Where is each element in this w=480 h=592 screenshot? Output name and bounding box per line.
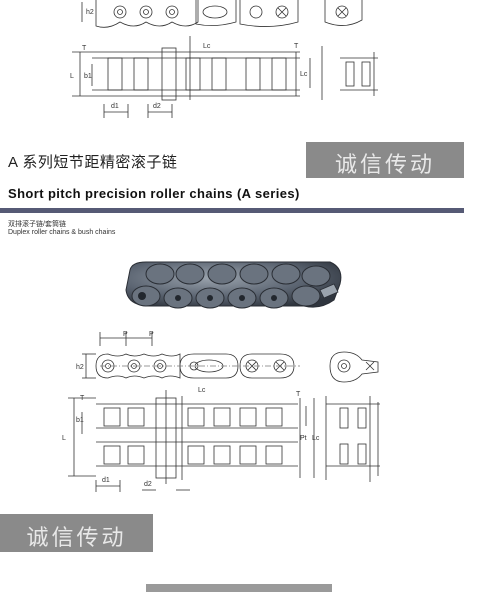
heading-en: Short pitch precision roller chains (A s… xyxy=(8,186,300,201)
dim-b1-top: b1 xyxy=(84,73,92,80)
duplex-chain-photo xyxy=(125,261,342,309)
dim-d2-top: d2 xyxy=(153,103,161,110)
watermark-text-bottom: 诚信传动 xyxy=(26,525,127,550)
watermark-text-top: 诚信传动 xyxy=(334,152,435,177)
dim-Lc: Lc xyxy=(198,387,206,394)
watermark-box-top: 诚信传动 xyxy=(306,142,464,178)
duplex-side-view xyxy=(82,332,379,383)
dim-d1-top: d1 xyxy=(111,103,119,110)
dim-T-right: T xyxy=(296,391,301,398)
dim-P-1: P xyxy=(123,331,128,338)
dim-h2-top: h2 xyxy=(86,9,94,16)
dim-Lc-top: Lc xyxy=(203,43,211,50)
simplex-side-view xyxy=(81,0,363,28)
dim-L-top: L xyxy=(70,73,74,80)
watermark-box-bottom: 诚信传动 xyxy=(0,514,153,552)
dim-P-2: P xyxy=(149,331,154,338)
duplex-plan-view xyxy=(68,390,380,492)
section-divider xyxy=(0,208,464,213)
dim-T: T xyxy=(80,395,85,402)
heading-cn: A 系列短节距精密滚子链 xyxy=(8,154,178,171)
simplex-plan-view xyxy=(72,36,378,118)
dim-h2: h2 xyxy=(76,364,84,371)
dim-Lc-right: Lc xyxy=(312,435,320,442)
dim-b1: b1 xyxy=(76,417,84,424)
dim-L: L xyxy=(62,435,66,442)
dim-Lc-right-top: Lc xyxy=(300,71,308,78)
dim-T-right-top: T xyxy=(294,43,299,50)
dim-T-top: T xyxy=(82,45,87,52)
dim-d1: d1 xyxy=(102,477,110,484)
bottom-strip xyxy=(146,584,332,592)
subheading-en: Duplex roller chains & bush chains xyxy=(8,229,116,236)
dim-d2: d2 xyxy=(144,481,152,488)
dim-Pt: Pt xyxy=(300,435,307,442)
subheading-cn: 双排滚子链/套筒链 xyxy=(8,221,66,228)
